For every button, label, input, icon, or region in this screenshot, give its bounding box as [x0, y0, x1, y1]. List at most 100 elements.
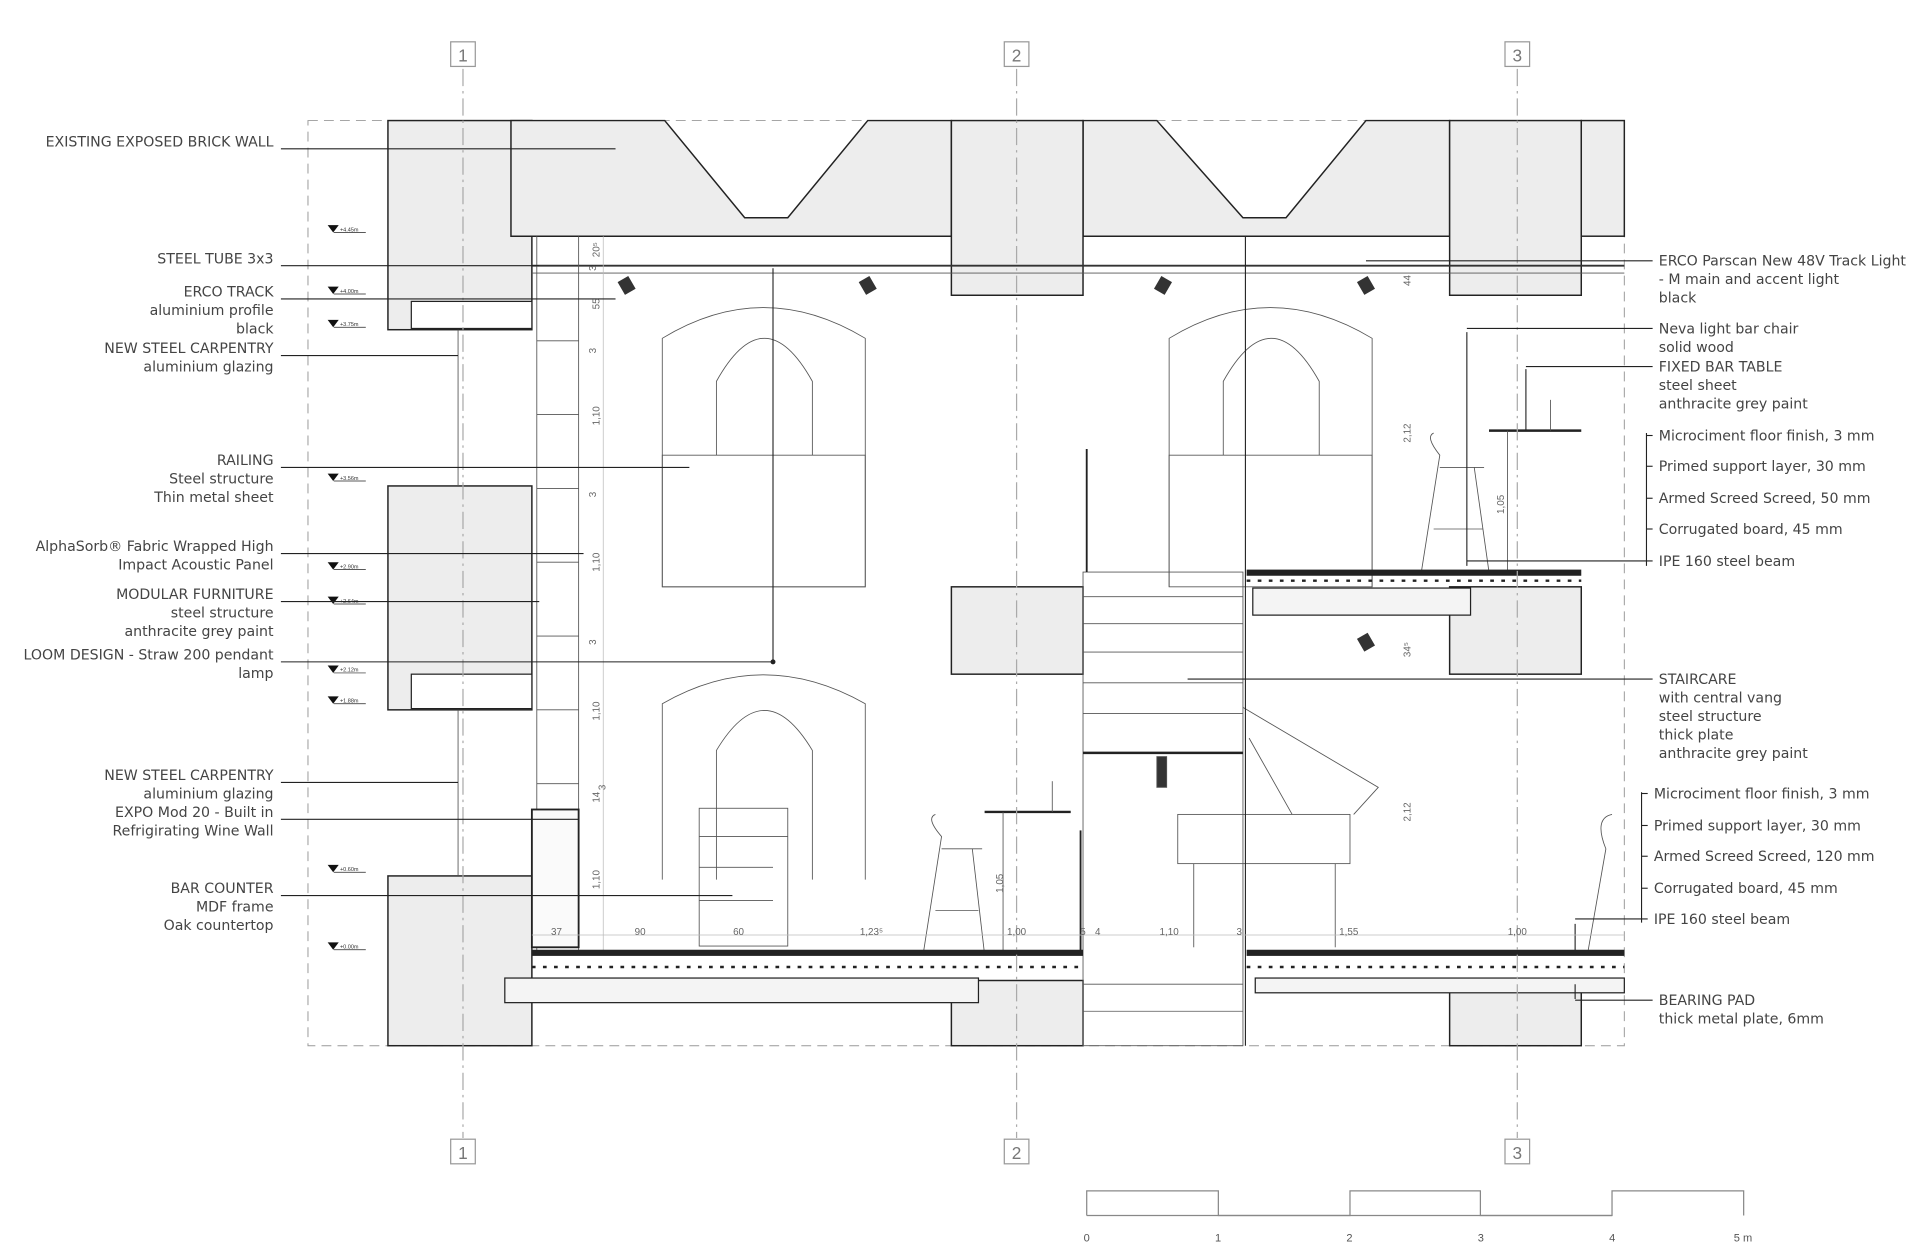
- vertical-dimension: 44: [1402, 274, 1413, 285]
- vertical-dimension: 3: [588, 347, 599, 353]
- grid-label-top-1: 1: [458, 46, 468, 66]
- horizontal-dimension: 5: [1080, 927, 1086, 938]
- right-label: Microciment floor finish, 3 mm: [1659, 428, 1875, 444]
- horizontal-dimension: 1,10: [1160, 927, 1180, 938]
- level-label: +2.90m: [340, 564, 359, 570]
- staircase: [1079, 449, 1244, 1047]
- right-annotations: ERCO Parscan New 48V Track Light- M main…: [1187, 254, 1907, 1028]
- horizontal-dimension: 60: [733, 927, 744, 938]
- vertical-dimension: 1,10: [592, 870, 603, 890]
- level-triangle-icon: [327, 225, 339, 233]
- vertical-dimension: 3: [598, 784, 609, 790]
- right-label: Primed support layer, 30 mm: [1654, 818, 1861, 834]
- scale-label: 5 m: [1734, 1232, 1752, 1244]
- level-triangle-icon: [327, 864, 339, 873]
- level-label: +3.75m: [340, 322, 359, 328]
- existing-brick-wall: [387, 119, 533, 1047]
- vertical-dimension: 1,10: [592, 406, 603, 426]
- horizontal-dimension: 37: [551, 927, 562, 938]
- vertical-dimension: 1,10: [592, 552, 603, 572]
- track-light-icon: [617, 275, 1375, 652]
- horizontal-dimension: 90: [635, 927, 646, 938]
- grid-axes: 1 2 3 1 2 3: [450, 41, 1531, 1165]
- level-triangle-icon: [327, 319, 339, 328]
- horizontal-dimension: 1,00: [1007, 927, 1027, 938]
- level-triangle-icon: [327, 473, 339, 482]
- level-label: +4.00m: [340, 289, 359, 295]
- vertical-dimension: 1,05: [1496, 494, 1507, 514]
- vertical-dimension: 3: [588, 639, 599, 645]
- horizontal-dimension: 4: [1095, 927, 1101, 938]
- right-label: Microciment floor finish, 3 mm: [1654, 786, 1870, 802]
- scale-label: 0: [1084, 1232, 1090, 1244]
- floor-slabs: [504, 236, 1625, 1046]
- scale-label: 1: [1215, 1232, 1221, 1244]
- horizontal-dimension: 1,00: [1508, 927, 1528, 938]
- ceiling-vaults: [510, 119, 1626, 1047]
- horizontal-dimension: 1,55: [1339, 927, 1359, 938]
- fixed-bar-table: [984, 399, 1582, 955]
- level-markers: +4.45m+4.00m+3.75m+3.56m+2.90m+2.64m+2.1…: [327, 225, 366, 951]
- left-annotations: EXISTING EXPOSED BRICK WALL STEEL TUBE 3x…: [24, 134, 774, 934]
- right-label: Corrugated board, 45 mm: [1659, 522, 1843, 538]
- vertical-dimension: 20⁵: [592, 242, 603, 257]
- right-label: ERCO Parscan New 48V Track Light- M main…: [1659, 254, 1907, 307]
- scale-label: 3: [1478, 1232, 1484, 1244]
- right-label: Armed Screed Screed, 120 mm: [1654, 849, 1875, 865]
- level-triangle-icon: [327, 286, 339, 295]
- level-label: +1.88m: [340, 698, 359, 704]
- right-label: Corrugated board, 45 mm: [1654, 881, 1838, 897]
- level-label: +4.45m: [340, 227, 359, 233]
- level-triangle-icon: [327, 665, 339, 673]
- vertical-dimension: 3: [588, 491, 599, 497]
- right-label: IPE 160 steel beam: [1654, 912, 1790, 928]
- vertical-dimension: 2,12: [1402, 802, 1413, 821]
- wine-wall: [530, 808, 580, 949]
- dimensions: 20⁵35531,1031,1031,101431,10442,121,0534…: [531, 242, 1625, 938]
- right-label: Armed Screed Screed, 50 mm: [1659, 491, 1871, 507]
- vertical-dimension: 34⁵: [1402, 642, 1413, 657]
- grid-label-top-2: 2: [1012, 46, 1022, 66]
- level-triangle-icon: [327, 562, 339, 570]
- grid-label-bottom-3: 3: [1513, 1143, 1523, 1163]
- scale-bar: 0 1 2 3 4 5 m: [1084, 1190, 1752, 1244]
- grid-label-bottom-1: 1: [458, 1143, 468, 1163]
- vertical-dimension: 1,10: [592, 701, 603, 721]
- vertical-dimension: 14: [592, 791, 603, 802]
- grid-label-top-3: 3: [1513, 46, 1523, 66]
- grid-label-bottom-2: 2: [1012, 1143, 1022, 1163]
- level-triangle-icon: [327, 596, 339, 605]
- vertical-dimension: 55: [592, 298, 603, 309]
- level-label: +3.56m: [340, 476, 359, 482]
- level-label: +2.12m: [340, 668, 359, 674]
- level-label: +0.60m: [340, 867, 359, 873]
- vertical-dimension: 3: [588, 265, 599, 271]
- bar-counter: [698, 807, 789, 947]
- scale-label: 4: [1609, 1232, 1615, 1244]
- right-label: Primed support layer, 30 mm: [1659, 459, 1866, 475]
- bar-chair-icon: [922, 432, 1613, 955]
- left-label: STEEL TUBE 3x3: [157, 251, 273, 267]
- left-label: EXISTING EXPOSED BRICK WALL: [46, 134, 274, 150]
- vertical-dimension: 2,12: [1402, 423, 1413, 442]
- horizontal-dimension: 1,23⁵: [860, 927, 883, 938]
- level-triangle-icon: [327, 696, 339, 704]
- level-label: +0.00m: [340, 945, 359, 951]
- right-label: IPE 160 steel beam: [1659, 554, 1795, 570]
- scale-label: 2: [1346, 1232, 1352, 1244]
- vertical-dimension: 1,05: [995, 873, 1006, 893]
- arched-windows: [661, 307, 1373, 880]
